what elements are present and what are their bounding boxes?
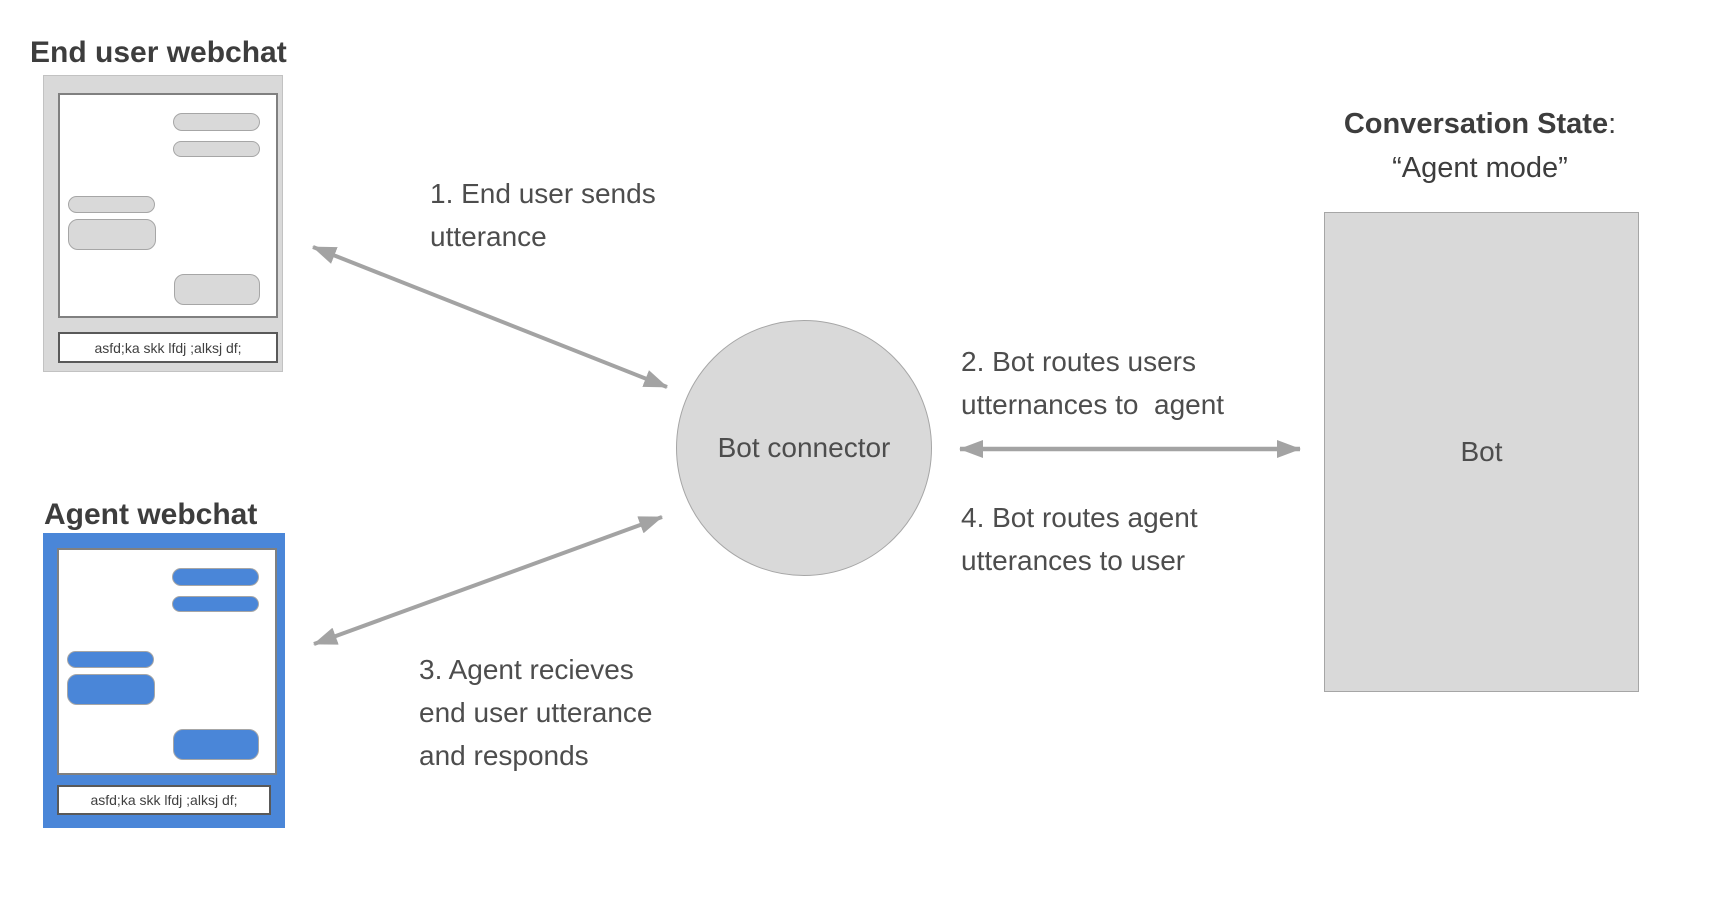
bot-connector-label: Bot connector <box>717 432 891 463</box>
conversation-state-value: “Agent mode” <box>1392 152 1568 184</box>
chat-bubble-incoming <box>172 596 259 612</box>
end-user-chat-input: asfd;ka skk lfdj ;alksj df; <box>58 332 278 363</box>
conversation-state-heading: Conversation State: “Agent mode” <box>1300 102 1660 190</box>
step3-label: 3. Agent recieves end user utterance and… <box>419 654 653 771</box>
bot-connector-node: Bot connector <box>676 320 932 576</box>
step1-label: 1. End user sends utterance <box>430 178 656 252</box>
agent-chat-input-text: asfd;ka skk lfdj ;alksj df; <box>90 792 238 808</box>
bot-node: Bot <box>1324 212 1639 692</box>
end-user-webchat-window: asfd;ka skk lfdj ;alksj df; <box>43 75 283 372</box>
chat-bubble-outgoing <box>67 674 155 705</box>
chat-bubble-incoming <box>173 141 260 157</box>
arrow-step3-agent-connector <box>313 515 663 646</box>
chat-bubble-incoming <box>174 274 260 305</box>
conversation-state-line1: Conversation State: <box>1300 102 1660 146</box>
chat-bubble-outgoing <box>68 219 156 250</box>
chat-bubble-incoming <box>173 113 260 131</box>
chat-bubble-incoming <box>172 568 259 586</box>
end-user-chat-input-text: asfd;ka skk lfdj ;alksj df; <box>94 339 242 356</box>
bot-label: Bot <box>1460 436 1503 467</box>
agent-chat-input: asfd;ka skk lfdj ;alksj df; <box>57 785 271 815</box>
step2-label: 2. Bot routes users utternances to agent <box>961 346 1225 420</box>
chat-bubble-outgoing <box>68 196 155 213</box>
agent-chat-area <box>57 548 277 775</box>
end-user-chat-area <box>58 93 278 318</box>
conversation-state-colon: : <box>1608 108 1617 140</box>
agent-webchat-title: Agent webchat <box>44 498 258 531</box>
step4-label: 4. Bot routes agent utterances to user <box>961 502 1198 576</box>
chat-bubble-incoming <box>173 729 259 760</box>
arrow-step1-enduser-connector <box>312 245 668 389</box>
agent-webchat-window: asfd;ka skk lfdj ;alksj df; <box>43 533 285 828</box>
conversation-state-title: Conversation State <box>1343 108 1609 140</box>
chat-bubble-outgoing <box>67 651 154 668</box>
end-user-webchat-title: End user webchat <box>30 36 287 69</box>
